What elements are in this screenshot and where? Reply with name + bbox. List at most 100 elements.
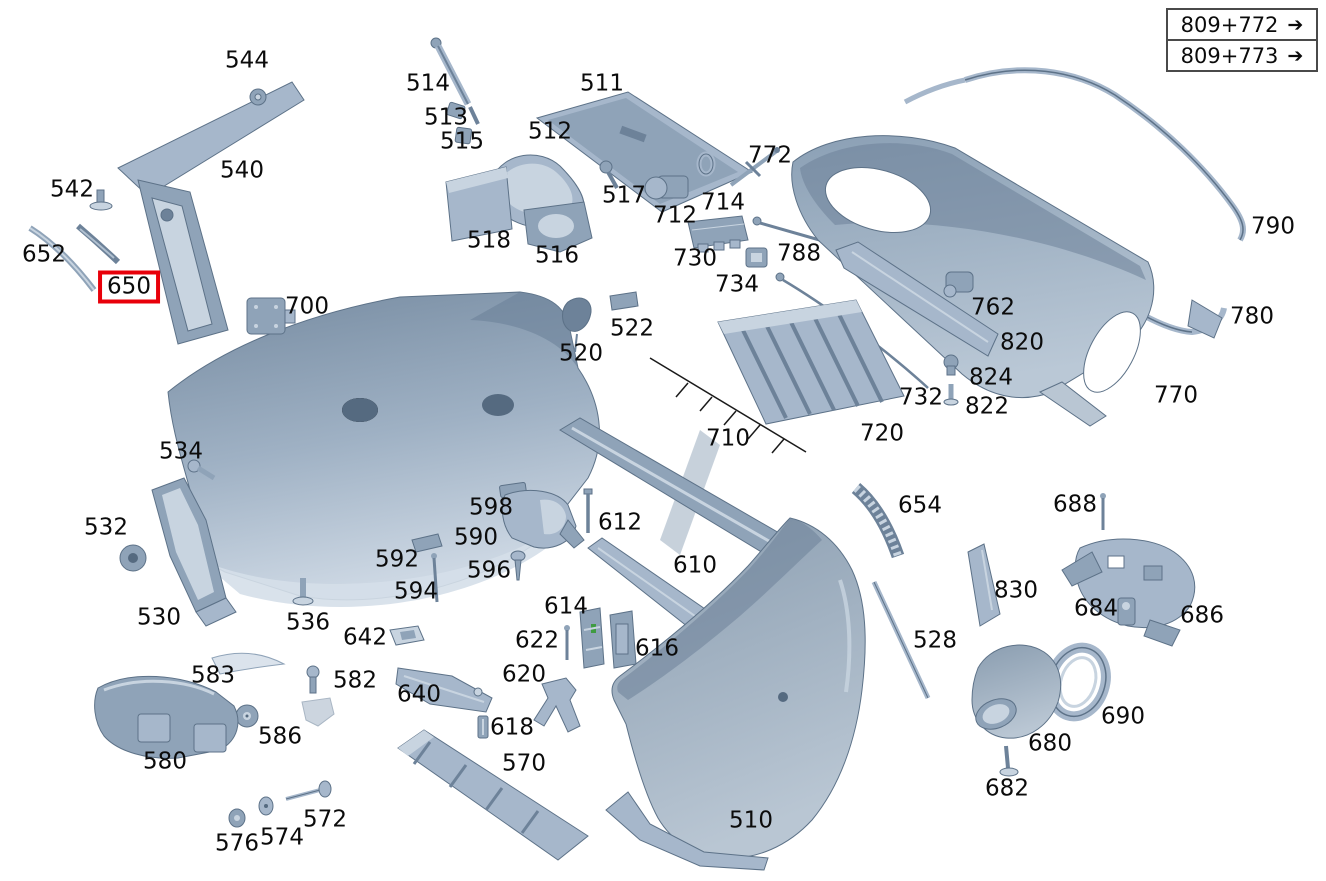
part-label-536[interactable]: 536: [286, 609, 330, 636]
part-label-583[interactable]: 583: [191, 662, 235, 689]
part-label-586[interactable]: 586: [258, 723, 302, 750]
part-label-572[interactable]: 572: [303, 806, 347, 833]
part-label-618[interactable]: 618: [490, 714, 534, 741]
part-label-512[interactable]: 512: [528, 118, 572, 145]
part-622-shape: [564, 625, 570, 660]
part-510-shape: [605, 517, 866, 871]
part-label-528[interactable]: 528: [913, 627, 957, 654]
part-label-654[interactable]: 654: [898, 492, 942, 519]
part-label-712[interactable]: 712: [653, 202, 697, 229]
part-528-shape: [871, 580, 931, 700]
part-label-772[interactable]: 772: [748, 142, 792, 169]
part-label-516[interactable]: 516: [535, 242, 579, 269]
part-574-shape: [258, 796, 274, 816]
part-label-780[interactable]: 780: [1230, 303, 1274, 330]
arrow-right-icon: ➔: [1287, 44, 1304, 67]
part-label-690[interactable]: 690: [1101, 703, 1145, 730]
part-label-522[interactable]: 522: [610, 315, 654, 342]
part-label-680[interactable]: 680: [1028, 730, 1072, 757]
part-label-594[interactable]: 594: [394, 578, 438, 605]
part-label-518[interactable]: 518: [467, 227, 511, 254]
part-label-620[interactable]: 620: [502, 661, 546, 688]
ref-link-1[interactable]: 809+772 ➔: [1166, 8, 1318, 41]
part-label-574[interactable]: 574: [260, 824, 304, 851]
part-label-510[interactable]: 510: [729, 807, 773, 834]
part-652-shape: [28, 225, 97, 292]
part-label-684[interactable]: 684: [1074, 595, 1118, 622]
part-label-610[interactable]: 610: [673, 552, 717, 579]
part-label-580[interactable]: 580: [143, 748, 187, 775]
part-label-511[interactable]: 511: [580, 70, 624, 97]
part-820-shape: [835, 241, 999, 357]
part-label-534[interactable]: 534: [159, 438, 203, 465]
part-530-shape: [151, 477, 237, 627]
part-label-590[interactable]: 590: [454, 524, 498, 551]
part-label-576[interactable]: 576: [215, 830, 259, 857]
part-714-shape: [696, 151, 716, 177]
part-label-714[interactable]: 714: [701, 189, 745, 216]
part-label-732[interactable]: 732: [899, 384, 943, 411]
part-730-shape: [687, 215, 749, 253]
part-682-shape: [999, 745, 1019, 777]
reference-links: 809+772 ➔ 809+773 ➔: [1166, 8, 1318, 72]
part-label-520[interactable]: 520: [559, 340, 603, 367]
part-label-700[interactable]: 700: [285, 293, 329, 320]
part-label-762[interactable]: 762: [971, 294, 1015, 321]
part-label-790[interactable]: 790: [1251, 213, 1295, 240]
part-label-542[interactable]: 542: [50, 176, 94, 203]
part-label-515[interactable]: 515: [440, 128, 484, 155]
part-label-517[interactable]: 517: [602, 182, 646, 209]
part-684-shape: [1117, 597, 1136, 626]
part-label-788[interactable]: 788: [777, 240, 821, 267]
part-label-686[interactable]: 686: [1180, 602, 1224, 629]
part-label-820[interactable]: 820: [1000, 329, 1044, 356]
part-label-822[interactable]: 822: [965, 393, 1009, 420]
part-label-652[interactable]: 652: [22, 241, 66, 268]
part-720-shape: [717, 299, 905, 425]
part-label-830[interactable]: 830: [994, 577, 1038, 604]
part-label-682[interactable]: 682: [985, 775, 1029, 802]
part-522-shape: [609, 291, 639, 311]
part-label-730[interactable]: 730: [673, 245, 717, 272]
part-710-leader: [649, 357, 807, 454]
part-label-770[interactable]: 770: [1154, 382, 1198, 409]
part-label-614[interactable]: 614: [544, 593, 588, 620]
part-517-shape: [599, 160, 619, 189]
part-label-622[interactable]: 622: [515, 627, 559, 654]
part-label-734[interactable]: 734: [715, 271, 759, 298]
part-label-530[interactable]: 530: [137, 604, 181, 631]
part-label-596[interactable]: 596: [467, 557, 511, 584]
part-label-592[interactable]: 592: [375, 546, 419, 573]
part-516-shape: [523, 201, 593, 253]
part-label-513[interactable]: 513: [424, 104, 468, 131]
part-790-shape: [903, 67, 1247, 242]
part-label-650[interactable]: 650: [98, 270, 160, 304]
part-label-824[interactable]: 824: [969, 364, 1013, 391]
part-label-514[interactable]: 514: [406, 70, 450, 97]
part-590-shape: [501, 489, 585, 549]
part-542-shape: [89, 189, 113, 211]
part-532-shape: [119, 544, 147, 572]
part-label-640[interactable]: 640: [397, 681, 441, 708]
part-label-570[interactable]: 570: [502, 750, 546, 777]
part-536-shape: [292, 578, 314, 606]
part-label-540[interactable]: 540: [220, 157, 264, 184]
part-label-616[interactable]: 616: [635, 635, 679, 662]
part-label-544[interactable]: 544: [225, 47, 269, 74]
part-642-shape: [389, 625, 425, 646]
part-576-shape: [228, 808, 246, 828]
part-label-532[interactable]: 532: [84, 514, 128, 541]
ref-link-2[interactable]: 809+773 ➔: [1166, 39, 1318, 72]
ref-link-1-label: 809+772: [1180, 12, 1279, 37]
part-label-642[interactable]: 642: [343, 624, 387, 651]
part-688-shape: [1100, 493, 1106, 530]
part-734-shape: [745, 247, 768, 268]
part-label-688[interactable]: 688: [1053, 491, 1097, 518]
part-618-shape: [477, 715, 489, 739]
part-686-shape: [1061, 538, 1196, 647]
part-label-720[interactable]: 720: [860, 420, 904, 447]
part-label-582[interactable]: 582: [333, 667, 377, 694]
part-label-612[interactable]: 612: [598, 509, 642, 536]
part-label-710[interactable]: 710: [706, 425, 750, 452]
part-label-598[interactable]: 598: [469, 494, 513, 521]
